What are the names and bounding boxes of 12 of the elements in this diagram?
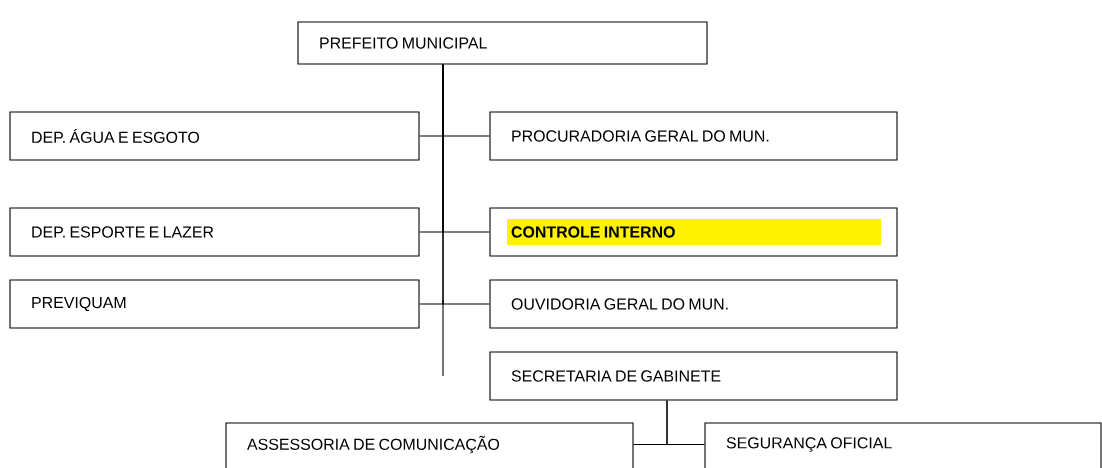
org-box: DEP. ÁGUA E ESGOTO bbox=[9, 111, 420, 161]
org-box: ASSESSORIA DE COMUNICAÇÃO bbox=[225, 422, 634, 468]
connector-line bbox=[666, 400, 705, 446]
org-box: DEP. ESPORTE E LAZER bbox=[9, 207, 420, 257]
org-box: PREVIQUAM bbox=[9, 279, 420, 329]
org-box: SECRETARIA DE GABINETE bbox=[489, 351, 898, 401]
org-box: PROCURADORIA GERAL DO MUN. bbox=[489, 111, 898, 161]
org-box: PREFEITO MUNICIPAL bbox=[297, 21, 708, 65]
connector-line bbox=[442, 64, 490, 305]
org-box: SEGURANÇA OFICIAL bbox=[704, 422, 1102, 468]
org-box: OUVIDORIA GERAL DO MUN. bbox=[489, 279, 898, 329]
highlighted-box: CONTROLE INTERNO bbox=[489, 207, 898, 257]
